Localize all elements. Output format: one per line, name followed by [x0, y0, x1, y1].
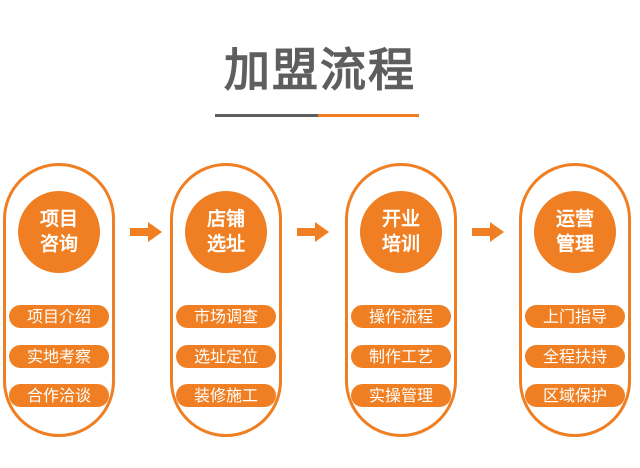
step-item: 选址定位	[176, 345, 276, 368]
step-item: 实地考察	[9, 345, 109, 368]
step-circle: 运营 管理	[534, 191, 616, 273]
step-title-line1: 开业	[381, 208, 420, 230]
step-item: 操作流程	[351, 305, 451, 328]
step-title-line1: 运营	[555, 208, 594, 230]
step-item: 市场调查	[176, 305, 276, 328]
arrow-right-icon	[130, 222, 162, 242]
step-item: 实操管理	[351, 384, 451, 407]
step-circle: 开业 培训	[360, 191, 442, 273]
page-title: 加盟流程	[224, 43, 416, 97]
step-title-line1: 项目	[39, 208, 78, 230]
step-title-line2: 咨询	[39, 233, 78, 255]
step-circle: 项目 咨询	[18, 191, 100, 273]
step-circle: 店铺 选址	[185, 191, 267, 273]
step-item: 项目介绍	[9, 305, 109, 328]
step-item: 装修施工	[176, 384, 276, 407]
step-title-line2: 选址	[206, 233, 245, 255]
title-underline-gray	[215, 114, 318, 117]
step-card: 运营 管理上门指导全程扶持区域保护	[519, 163, 631, 437]
step-item: 区域保护	[525, 384, 625, 407]
step-card: 店铺 选址市场调查选址定位装修施工	[170, 163, 282, 437]
step-title-line1: 店铺	[206, 208, 245, 230]
step-item: 制作工艺	[351, 345, 451, 368]
arrow-right-icon	[297, 222, 329, 242]
step-title-line2: 管理	[555, 233, 594, 255]
step-item: 全程扶持	[525, 345, 625, 368]
step-card: 项目 咨询项目介绍实地考察合作洽谈	[3, 163, 115, 437]
step-card: 开业 培训操作流程制作工艺实操管理	[345, 163, 457, 437]
arrow-right-icon	[472, 222, 504, 242]
title-underline-orange	[318, 114, 419, 117]
step-item: 上门指导	[525, 305, 625, 328]
step-item: 合作洽谈	[9, 384, 109, 407]
step-title-line2: 培训	[381, 233, 420, 255]
